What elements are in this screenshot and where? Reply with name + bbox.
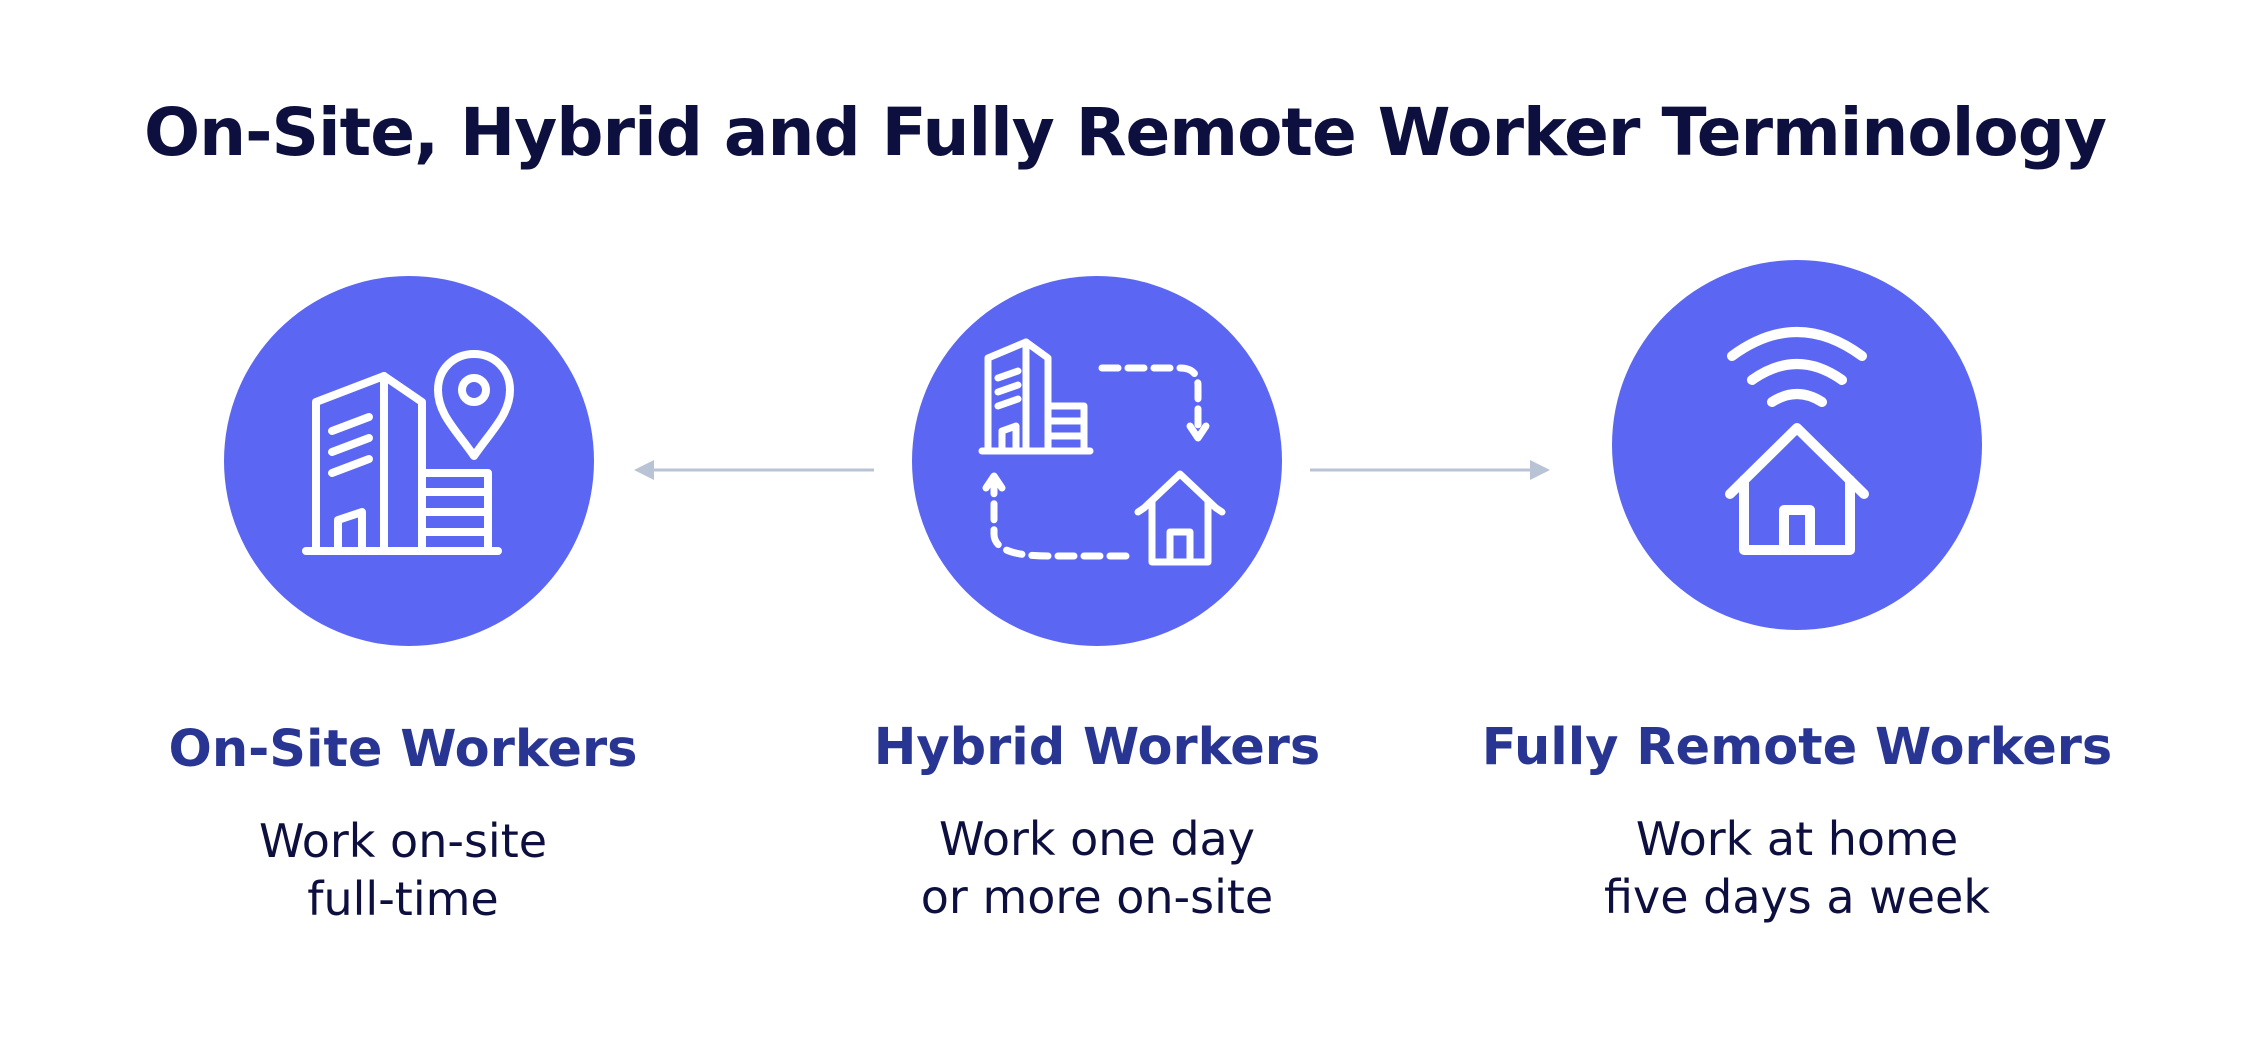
onsite-desc-line2: full-time (307, 872, 499, 926)
remote-desc-line2: five days a week (1604, 870, 1990, 924)
office-home-cycle-icon (978, 338, 1226, 566)
office-building-location-icon (302, 350, 514, 555)
hybrid-desc-line2: or more on-site (920, 870, 1274, 924)
hybrid-circle (912, 276, 1282, 646)
page-title: On-Site, Hybrid and Fully Remote Worker … (144, 94, 2107, 171)
left-arrow (634, 460, 874, 480)
onsite-heading: On-Site Workers (168, 720, 638, 779)
right-arrow (1310, 460, 1550, 480)
onsite-desc-line1: Work on-site (258, 814, 548, 868)
onsite-circle (224, 276, 594, 646)
remote-description: Work at home five days a week (1477, 810, 2117, 926)
hybrid-heading: Hybrid Workers (873, 718, 1321, 777)
remote-circle (1612, 260, 1982, 630)
hybrid-description: Work one day or more on-site (777, 810, 1417, 926)
remote-heading: Fully Remote Workers (1481, 718, 2113, 777)
hybrid-desc-line1: Work one day (939, 812, 1255, 866)
remote-desc-line1: Work at home (1635, 812, 1959, 866)
home-wifi-icon (1725, 327, 1869, 555)
onsite-description: Work on-site full-time (83, 812, 723, 928)
